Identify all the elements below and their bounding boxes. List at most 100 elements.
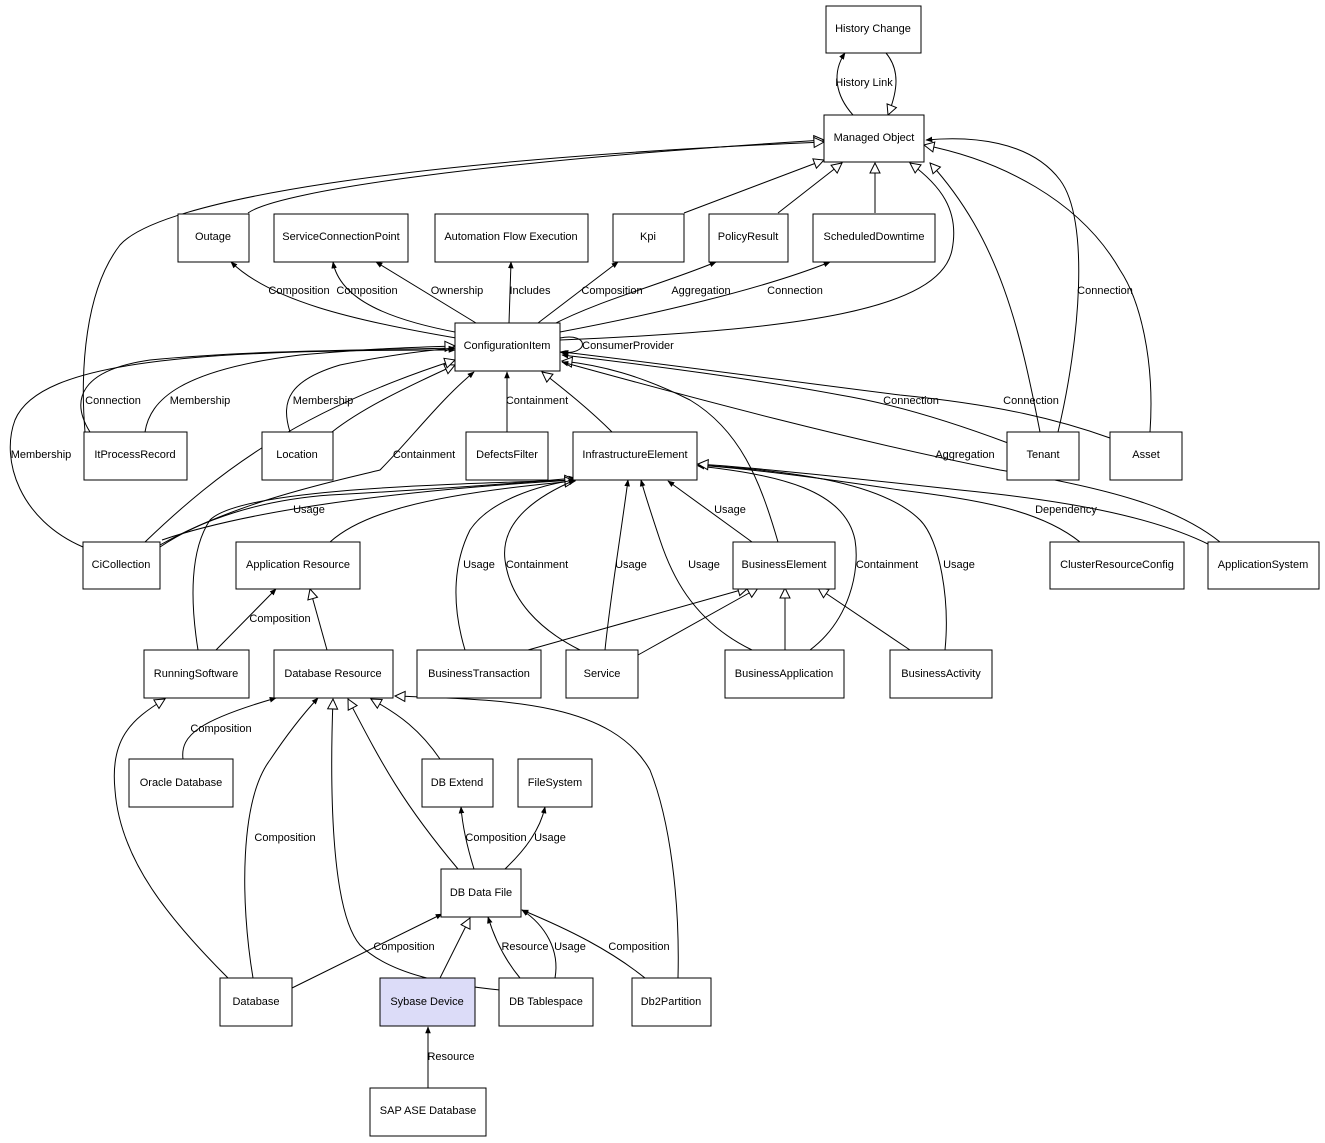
svg-text:BusinessElement: BusinessElement — [742, 559, 827, 571]
edge-label: Containment — [506, 395, 568, 407]
edge-dbdf-usage-fs — [504, 806, 547, 870]
svg-text:Db2Partition: Db2Partition — [641, 996, 702, 1008]
edge-app-resource-to-infra — [329, 481, 575, 543]
node-application-resource[interactable]: Application Resource — [235, 541, 361, 590]
edge-application-system-aggregation-ci — [561, 360, 1221, 543]
edge-label: Connection — [1077, 285, 1133, 297]
node-managed-object[interactable]: Managed Object — [823, 114, 925, 163]
svg-text:DB Extend: DB Extend — [431, 777, 484, 789]
node-sybase-device[interactable]: Sybase Device — [379, 977, 476, 1027]
edge-ci-collection-usage-infra — [159, 475, 576, 548]
node-ci-collection[interactable]: CiCollection — [82, 541, 161, 590]
edge-database-composition-dbdf — [291, 913, 443, 989]
svg-text:ApplicationSystem: ApplicationSystem — [1218, 559, 1309, 571]
svg-text:Tenant: Tenant — [1026, 449, 1059, 461]
node-business-transaction[interactable]: BusinessTransaction — [416, 649, 542, 699]
edge-label: Membership — [11, 449, 72, 461]
node-oracle-database[interactable]: Oracle Database — [128, 758, 234, 808]
svg-text:RunningSoftware: RunningSoftware — [154, 668, 238, 680]
node-scheduled-downtime[interactable]: ScheduledDowntime — [812, 213, 936, 263]
node-db-tablespace[interactable]: DB Tablespace — [498, 977, 594, 1027]
edge-business-application-usage-infra — [639, 479, 753, 651]
edge-outage-to-managed-object — [247, 140, 824, 214]
node-it-process-record[interactable]: ItProcessRecord — [83, 431, 188, 481]
edge-label: Aggregation — [935, 449, 994, 461]
svg-text:BusinessTransaction: BusinessTransaction — [428, 668, 530, 680]
svg-text:BusinessApplication: BusinessApplication — [735, 668, 833, 680]
node-database-resource[interactable]: Database Resource — [273, 649, 394, 699]
node-automation-flow-execution[interactable]: Automation Flow Execution — [434, 213, 589, 263]
node-tenant[interactable]: Tenant — [1006, 431, 1080, 481]
node-outage[interactable]: Outage — [177, 213, 250, 263]
edge-business-transaction-to-be — [527, 588, 748, 651]
edge-label: Ownership — [431, 285, 484, 297]
node-file-system[interactable]: FileSystem — [517, 758, 593, 808]
edge-itpr-to-ci — [144, 346, 455, 433]
node-policy-result[interactable]: PolicyResult — [708, 213, 789, 263]
edge-running-software-to-infra — [192, 480, 575, 651]
edge-business-element-to-ci — [562, 361, 779, 543]
node-business-application[interactable]: BusinessApplication — [724, 649, 845, 699]
node-business-element[interactable]: BusinessElement — [732, 541, 836, 590]
edge-ci-to-managed-object — [559, 163, 955, 341]
edge-label: Usage — [688, 559, 720, 571]
edge-label: Dependency — [1035, 504, 1097, 516]
svg-text:Database: Database — [232, 996, 279, 1008]
node-business-activity[interactable]: BusinessActivity — [889, 649, 993, 699]
edge-db-resource-to-app-resource — [310, 589, 328, 651]
node-application-system[interactable]: ApplicationSystem — [1207, 541, 1320, 590]
svg-text:BusinessActivity: BusinessActivity — [901, 668, 981, 680]
node-location[interactable]: Location — [261, 431, 334, 481]
node-service-connection-point[interactable]: ServiceConnectionPoint — [273, 213, 409, 263]
edge-label: Containment — [506, 559, 568, 571]
node-db-extend[interactable]: DB Extend — [421, 758, 494, 808]
edge-label: Usage — [554, 941, 586, 953]
edge-infra-to-ci — [542, 372, 613, 433]
node-configuration-item[interactable]: ConfigurationItem — [454, 322, 561, 372]
node-cluster-resource-config[interactable]: ClusterResourceConfig — [1049, 541, 1185, 590]
svg-text:Location: Location — [276, 449, 318, 461]
node-service[interactable]: Service — [565, 649, 639, 699]
edge-label: Membership — [293, 395, 354, 407]
edge-sybase-to-dbdf — [439, 918, 470, 979]
node-history-change[interactable]: History Change — [825, 5, 922, 54]
node-asset[interactable]: Asset — [1109, 431, 1183, 481]
svg-text:Oracle Database: Oracle Database — [140, 777, 223, 789]
edge-managed-object-history-change — [885, 52, 896, 115]
edge-ci-connection-downtime — [559, 261, 831, 333]
node-db-data-file[interactable]: DB Data File — [440, 868, 522, 918]
edge-ci-includes-afe — [507, 261, 514, 324]
edge-policy-to-managed-object — [777, 163, 842, 214]
node-database[interactable]: Database — [219, 977, 293, 1027]
edge-ci-aggregation-policy — [551, 261, 717, 326]
edge-history-link — [836, 52, 854, 116]
edge-label: Composition — [465, 832, 526, 844]
edge-label: Connection — [767, 285, 823, 297]
edge-tablespace-resource-dbdf — [487, 916, 521, 979]
svg-text:Asset: Asset — [1132, 449, 1160, 461]
edge-ci-composition-outage — [230, 261, 457, 339]
svg-text:Database Resource: Database Resource — [284, 668, 381, 680]
node-sap-ase-database[interactable]: SAP ASE Database — [369, 1087, 487, 1137]
edge-tenant-connection-managed-object — [925, 136, 1080, 433]
edge-cluster-dependency-infra — [697, 462, 1081, 543]
edge-label: Containment — [856, 559, 918, 571]
edge-label: Usage — [293, 504, 325, 516]
svg-text:DB Data File: DB Data File — [450, 887, 512, 899]
edge-location-to-ci — [331, 365, 455, 433]
svg-text:DefectsFilter: DefectsFilter — [476, 449, 538, 461]
edge-business-activity-to-be — [818, 588, 911, 651]
edge-ci-collection-containment-ci — [159, 371, 475, 546]
svg-text:DB Tablespace: DB Tablespace — [509, 996, 583, 1008]
edge-ci-collection-to-infra — [161, 480, 575, 541]
node-kpi[interactable]: Kpi — [612, 213, 685, 263]
edge-label: Resource — [501, 941, 548, 953]
node-running-software[interactable]: RunningSoftware — [143, 649, 250, 699]
node-db2-partition[interactable]: Db2Partition — [631, 977, 712, 1027]
node-infrastructure-element[interactable]: InfrastructureElement — [572, 431, 698, 481]
edge-dbdf-to-db-resource — [348, 699, 459, 870]
edge-label: Usage — [943, 559, 975, 571]
edge-database-to-running-software — [113, 699, 229, 979]
node-defects-filter[interactable]: DefectsFilter — [465, 431, 549, 481]
